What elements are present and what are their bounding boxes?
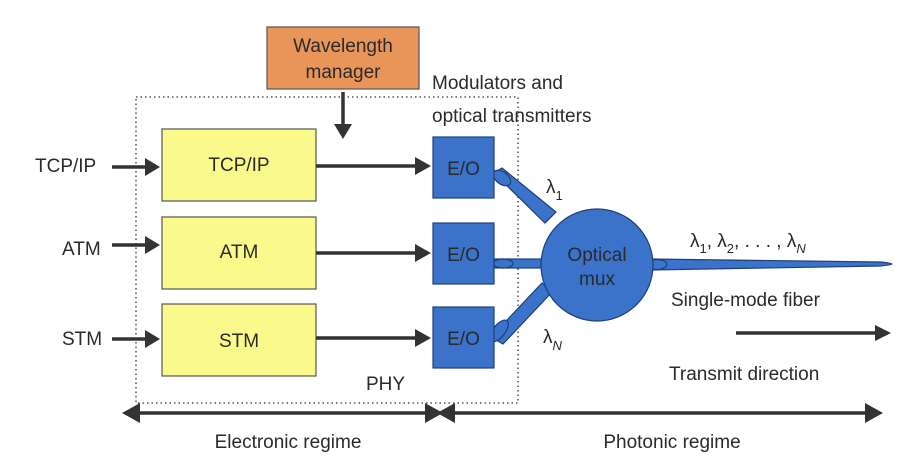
eo-label-3: E/O [447, 329, 480, 350]
optical-mux-circle [540, 208, 654, 322]
input-arrow-head-tcpip [145, 158, 160, 176]
eo-box-3 [432, 306, 495, 369]
lambda-1-label: λ1 [546, 177, 563, 203]
block-arrow-head-tcpip [415, 157, 431, 175]
block-arrow-head-atm [415, 244, 431, 262]
photonic-regime-arrow-right-head [865, 403, 883, 423]
electronic-regime-arrow-right-head [425, 403, 443, 423]
input-label-stm: STM [62, 329, 102, 350]
input-label-tcpip: TCP/IP [35, 156, 96, 177]
eo-box-1 [432, 136, 495, 199]
eo-label-1: E/O [447, 159, 480, 180]
electronic-regime-label: Electronic regime [215, 432, 362, 453]
eo-label-2: E/O [447, 245, 480, 266]
phy-label: PHY [366, 374, 405, 395]
manager-arrow-head [334, 124, 352, 139]
block-label-atm: ATM [220, 242, 259, 263]
block-arrow-head-stm [415, 329, 431, 347]
fiber-middle-end [492, 258, 514, 269]
single-mode-fiber-label: Single-mode fiber [671, 290, 821, 311]
block-atm [161, 216, 317, 290]
block-label-stm: STM [219, 331, 259, 352]
input-arrow-head-atm [145, 236, 160, 254]
output-wavelengths-label: λ1, λ2, . . . , λN [690, 231, 806, 256]
optical-mux-line2: mux [579, 269, 615, 290]
output-fiber [649, 258, 893, 271]
input-label-atm: ATM [62, 239, 101, 260]
optical-mux-line1: Optical [567, 245, 626, 266]
wavelength-manager-line1: Wavelength [293, 36, 393, 57]
wavelength-manager-line2: manager [306, 62, 382, 83]
phy-boundary [135, 96, 519, 404]
transmit-arrow-head [875, 325, 891, 341]
modulators-label-line2: optical transmitters [432, 106, 591, 127]
input-arrow-head-stm [145, 330, 160, 348]
block-tcpip [161, 128, 317, 202]
transmit-direction-label: Transmit direction [669, 364, 819, 385]
electronic-regime-arrow-left-head [122, 403, 140, 423]
modulators-label-line1: Modulators and [432, 73, 563, 94]
photonic-regime-label: Photonic regime [603, 432, 740, 453]
wavelength-manager-box [266, 26, 420, 90]
block-stm [161, 303, 317, 377]
eo-box-2 [432, 222, 495, 285]
lambda-n-label: λN [543, 327, 563, 353]
photonic-regime-arrow-left-head [437, 403, 455, 423]
block-label-tcpip: TCP/IP [208, 155, 269, 176]
